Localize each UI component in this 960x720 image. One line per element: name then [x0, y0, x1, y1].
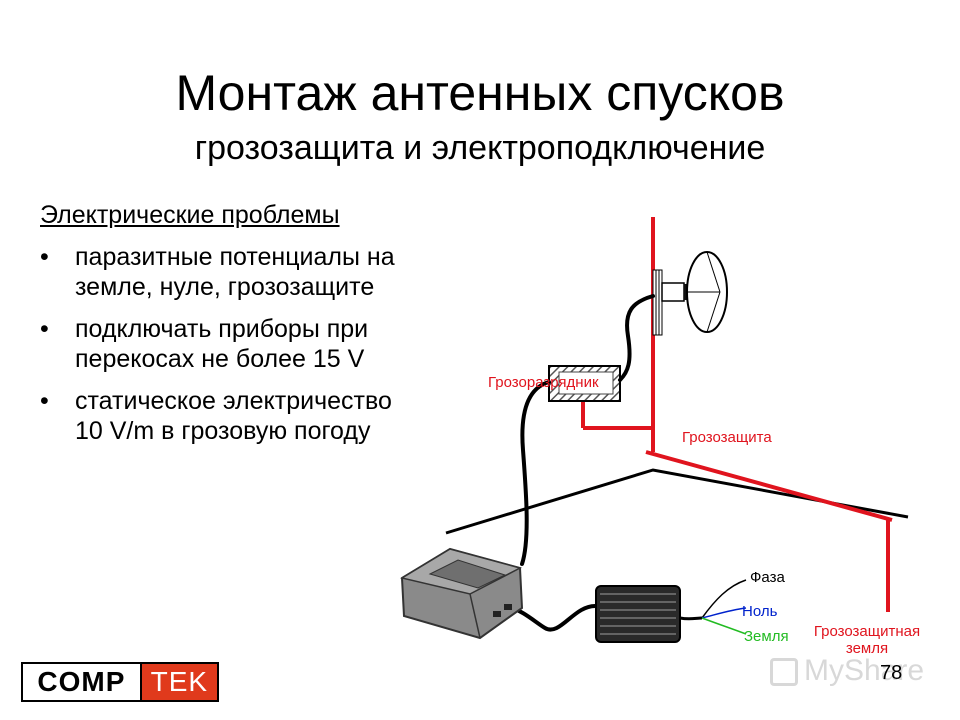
- antenna-cable: [506, 294, 655, 632]
- phase-wire: [701, 579, 747, 619]
- modem-device: [400, 547, 524, 640]
- bullet-text: статическое электричество: [75, 387, 392, 415]
- neutral-wire: [701, 607, 747, 619]
- bullet-text: паразитные потенциалы на: [75, 243, 395, 271]
- label-protective-ground: земля: [846, 640, 888, 657]
- lightning-protection-conductors: [581, 217, 893, 612]
- page-subtitle: грозозащита и электроподключение: [194, 129, 766, 167]
- comptek-logo: COMP TEK: [21, 662, 219, 702]
- label-protective-ground: Грозозащитная: [814, 623, 920, 640]
- watermark-icon: [770, 658, 798, 687]
- bullet-text: земле, нуле, грозозащите: [75, 273, 375, 301]
- bullet-text: подключать приборы при: [75, 315, 369, 343]
- bullet-dot: •: [40, 315, 49, 343]
- label-arrester: Грозоразрядник: [488, 374, 599, 391]
- bullet-item: • паразитные потенциалы на земле, нуле, …: [40, 242, 500, 302]
- page-number: 78: [880, 662, 903, 684]
- roof-line: [445, 468, 909, 535]
- section-heading: Электрические проблемы: [40, 201, 340, 229]
- label-lightning-protection: Грозозащита: [682, 429, 772, 446]
- bullet-item: • статическое электричество 10 V/m в гро…: [40, 386, 500, 446]
- bullet-list: • паразитные потенциалы на земле, нуле, …: [40, 242, 500, 458]
- label-earth: Земля: [744, 628, 789, 645]
- label-neutral: Ноль: [742, 603, 778, 620]
- earth-wire: [701, 617, 747, 635]
- bullet-text: 10 V/m в грозовую погоду: [75, 417, 371, 445]
- power-supply: [595, 585, 703, 643]
- bullet-dot: •: [40, 243, 49, 271]
- logo-tek: TEK: [141, 662, 219, 702]
- bullet-text: перекосах не более 15 V: [75, 345, 365, 373]
- bullet-item: • подключать приборы при перекосах не бо…: [40, 314, 500, 374]
- logo-comp: COMP: [21, 662, 142, 702]
- antenna-dish: [652, 251, 728, 336]
- page-title: Монтаж антенных спусков: [175, 65, 785, 121]
- bullet-dot: •: [40, 387, 49, 415]
- watermark: MyShare: [770, 654, 924, 688]
- label-phase: Фаза: [750, 569, 785, 586]
